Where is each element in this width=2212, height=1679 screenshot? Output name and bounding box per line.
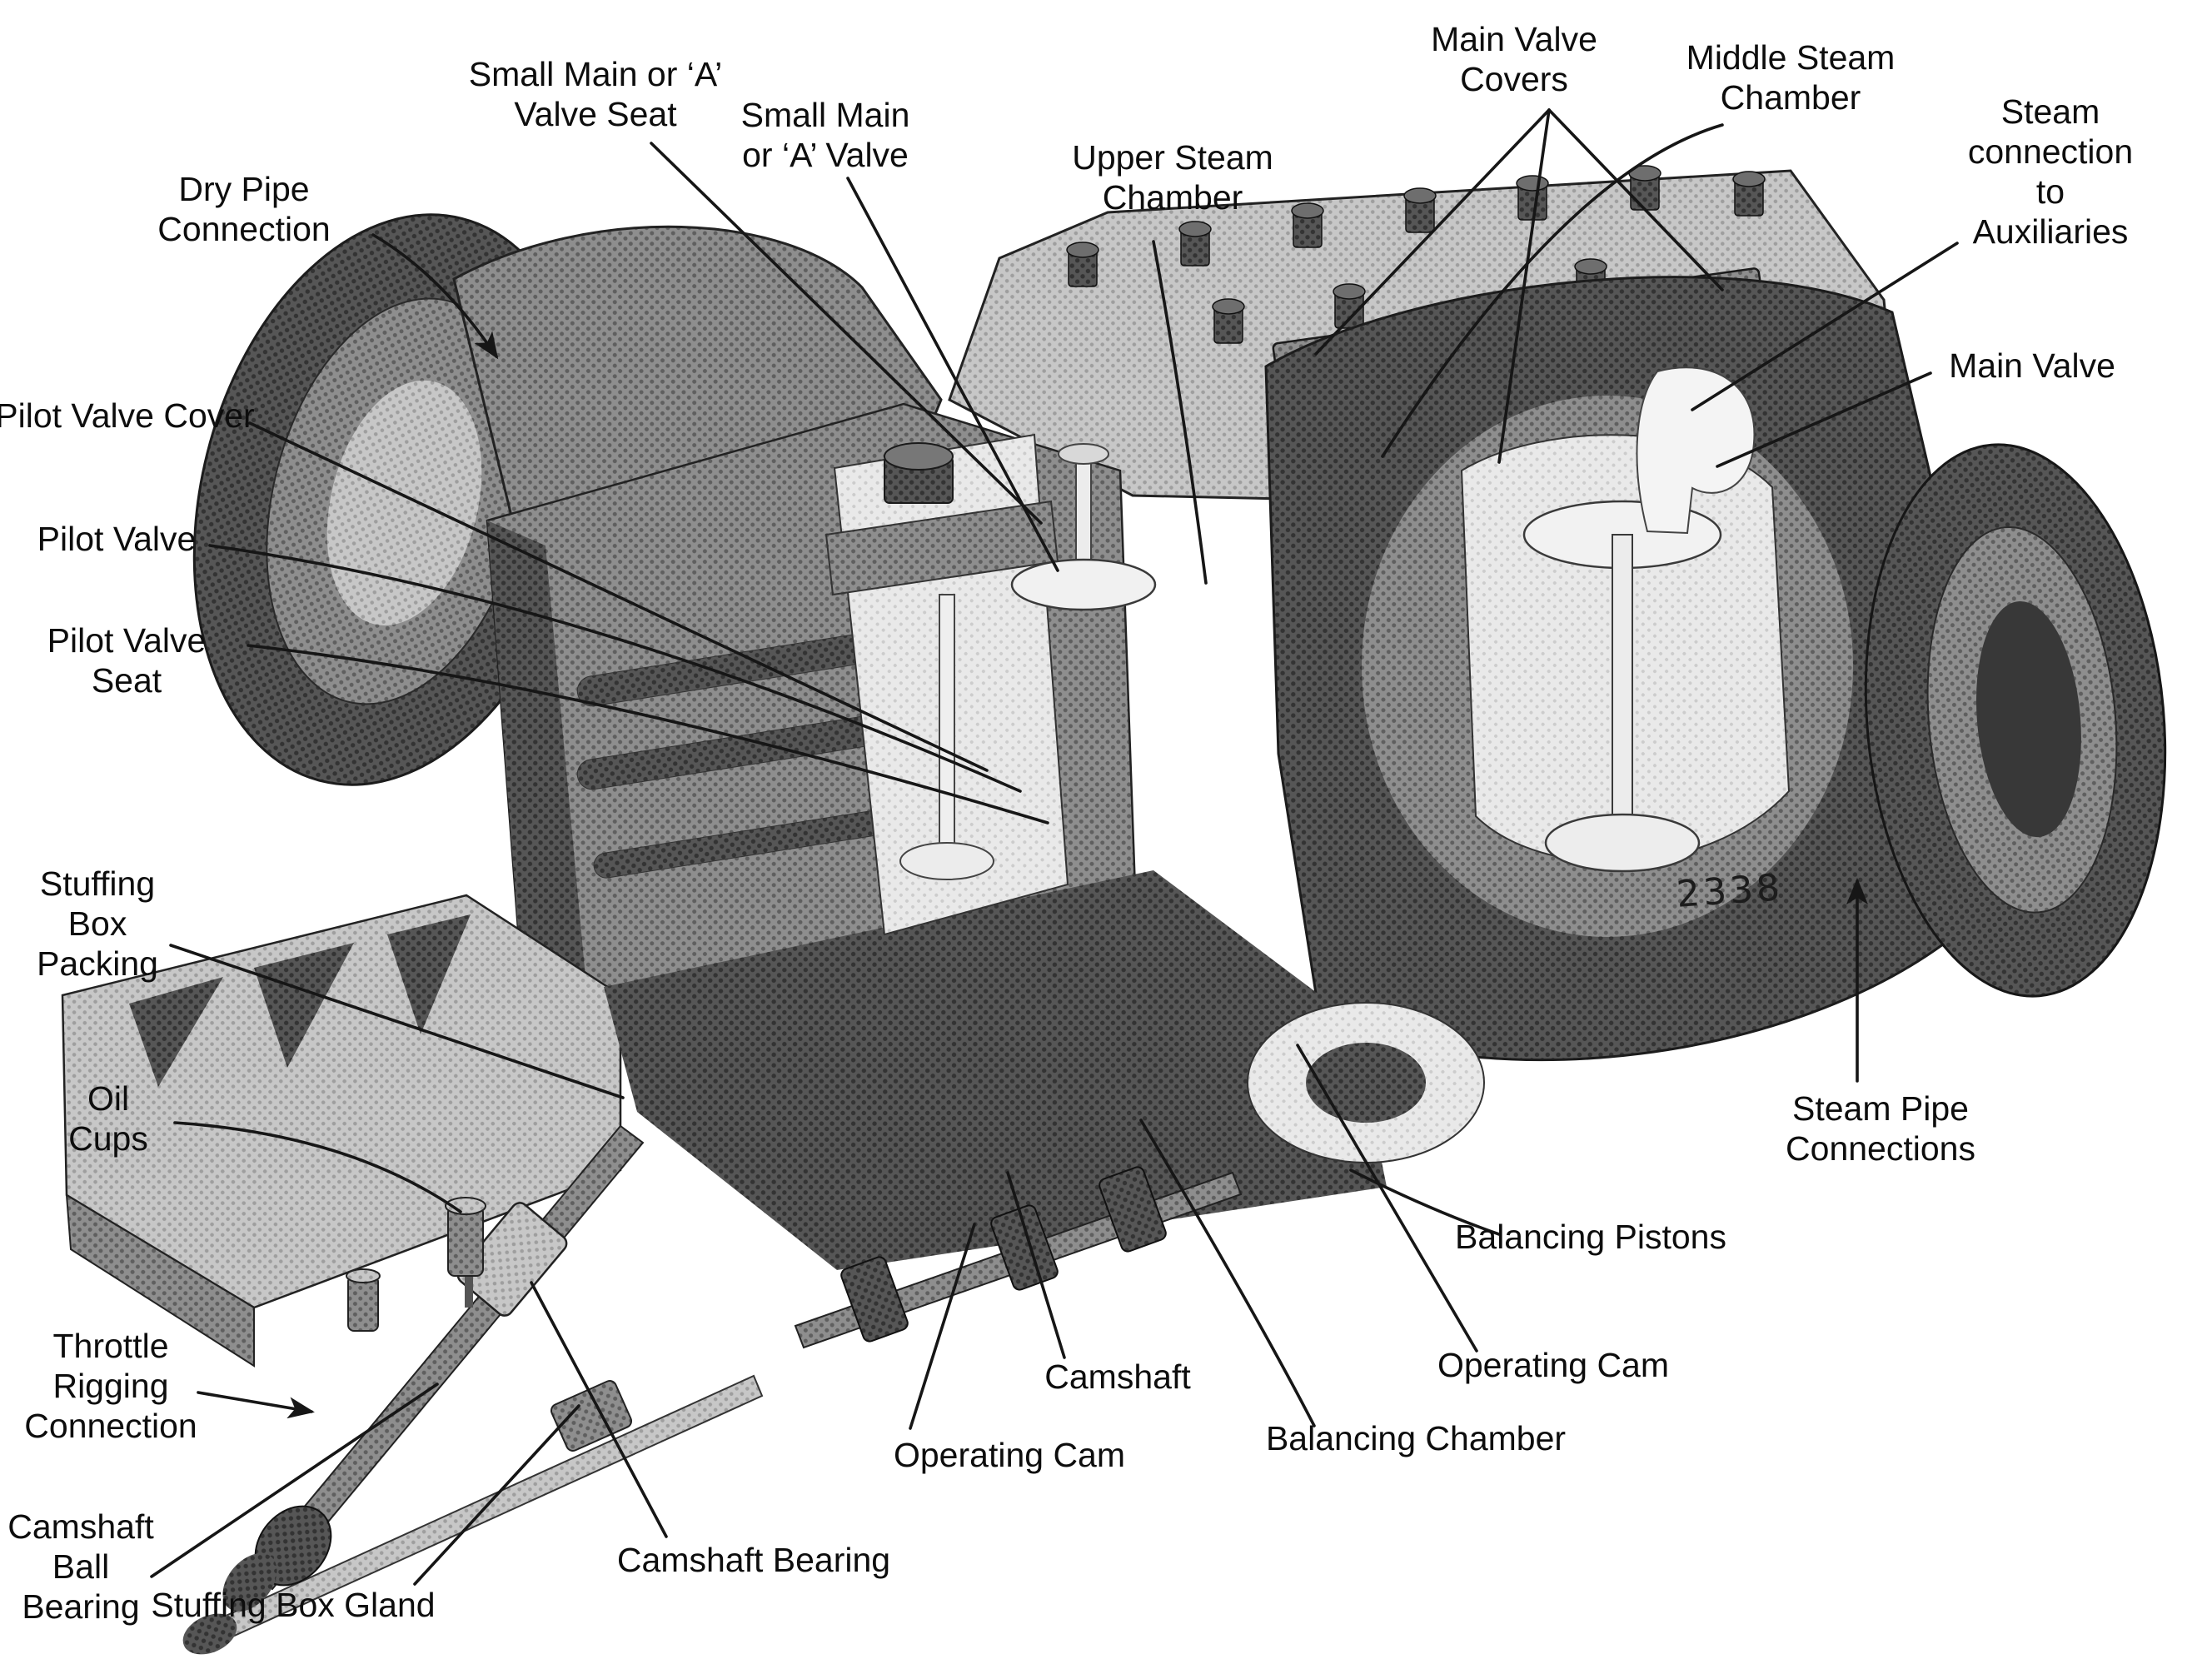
leader-steam-connection-auxiliaries: [1691, 242, 1959, 411]
throttle-body-shadow-face: [487, 521, 587, 995]
leader-camshaft: [1006, 1171, 1066, 1359]
label-camshaft: Camshaft: [1044, 1358, 1191, 1397]
leader-balancing-chamber: [1139, 1119, 1316, 1427]
operating-cams: [840, 1166, 1167, 1343]
label-small-main-a-valve-seat: Small Main or ‘A’ Valve Seat: [468, 55, 723, 133]
pilot-valve-cover-bolt-top: [884, 442, 954, 471]
small-main-valve-disc: [1010, 558, 1157, 611]
leader-balancing-pistons: [1349, 1168, 1501, 1236]
label-camshaft-ball-bearing: Camshaft Ball Bearing: [7, 1507, 154, 1626]
leader-middle-steam-chamber: [1381, 123, 1724, 458]
label-steam-pipe-connections: Steam Pipe Connections: [1786, 1089, 1975, 1168]
leader-operating-cam-right: [1296, 1044, 1478, 1353]
leader-camshaft-ball-bearing: [150, 1383, 439, 1578]
base-front-slab: [65, 1193, 255, 1368]
small-main-valve-cap: [1058, 443, 1109, 465]
leader-main-valve-covers: [1497, 108, 1551, 464]
leader-main-valve: [1716, 371, 1932, 468]
auxiliary-steam-passage: [1636, 366, 1756, 535]
label-dry-pipe-connection: Dry Pipe Connection: [157, 170, 331, 248]
leader-lines: [150, 108, 1959, 1586]
leader-small-main-a-valve: [846, 177, 1059, 572]
label-balancing-chamber: Balancing Chamber: [1265, 1419, 1567, 1458]
balancing-chamber-bore: [1306, 1043, 1426, 1123]
label-throttle-rigging-connection: Throttle Rigging Connection: [24, 1327, 197, 1445]
leader-throttle-rigging-connection: [197, 1391, 315, 1419]
label-stuffing-box-packing: Stuffing Box Packing: [37, 864, 158, 983]
camshaft-bearing-block: [456, 1202, 568, 1317]
leader-operating-cam-bottom: [909, 1223, 976, 1430]
label-pilot-valve-seat: Pilot Valve Seat: [47, 621, 207, 700]
leader-stuffing-box-gland: [413, 1404, 580, 1586]
under-body-shadow: [604, 870, 1387, 1270]
label-stuffing-box-gland: Stuffing Box Gland: [151, 1586, 436, 1625]
label-main-valve: Main Valve: [1949, 346, 2115, 386]
label-main-valve-covers: Main Valve Covers: [1431, 20, 1597, 98]
label-operating-cam-bottom: Operating Cam: [893, 1436, 1126, 1475]
leader-camshaft-bearing: [530, 1281, 668, 1538]
leader-small-main-a-valve-seat: [650, 142, 1043, 525]
rod-end-left: [222, 1553, 277, 1612]
main-valve-stem: [1612, 534, 1633, 834]
balancing-piston-disc: [1544, 813, 1701, 873]
label-middle-steam-chamber: Middle Steam Chamber: [1686, 38, 1896, 117]
base-ribs: [129, 914, 471, 1087]
oil-cup-2: [346, 1268, 381, 1332]
label-pilot-valve-cover: Pilot Valve Cover: [0, 396, 255, 436]
leader-pilot-valve-cover: [248, 421, 989, 772]
label-steam-connection-auxiliaries: Steam connection to Auxiliaries: [1967, 92, 2134, 251]
leader-pilot-valve-seat: [247, 644, 1049, 825]
rigging-end-left: [182, 1613, 237, 1655]
dry-pipe-flange: [192, 213, 590, 786]
leader-dry-pipe-connection: [371, 233, 499, 360]
leader-main-valve-covers: [1314, 108, 1551, 356]
label-camshaft-bearing: Camshaft Bearing: [616, 1541, 891, 1580]
leader-pilot-valve: [208, 544, 1022, 793]
label-small-main-a-valve: Small Main or ‘A’ Valve: [740, 96, 910, 174]
label-pilot-valve: Pilot Valve: [37, 520, 197, 559]
pilot-valve-stem: [939, 594, 955, 862]
label-balancing-pistons: Balancing Pistons: [1455, 1218, 1726, 1257]
label-operating-cam-right: Operating Cam: [1437, 1346, 1670, 1385]
leader-oil-cups: [173, 1121, 462, 1213]
leader-upper-steam-chamber: [1152, 240, 1208, 585]
label-oil-cups: Oil Cups: [68, 1079, 148, 1158]
leader-stuffing-box-packing: [169, 944, 625, 1099]
machine-body: [61, 165, 2167, 1655]
label-upper-steam-chamber: Upper Steam Chamber: [1072, 138, 1273, 217]
pilot-valve-disc: [899, 842, 994, 880]
steam-pipe-flange: [1864, 443, 2167, 998]
figure-number: 2338: [1675, 866, 1785, 916]
leader-main-valve-covers: [1547, 108, 1724, 291]
